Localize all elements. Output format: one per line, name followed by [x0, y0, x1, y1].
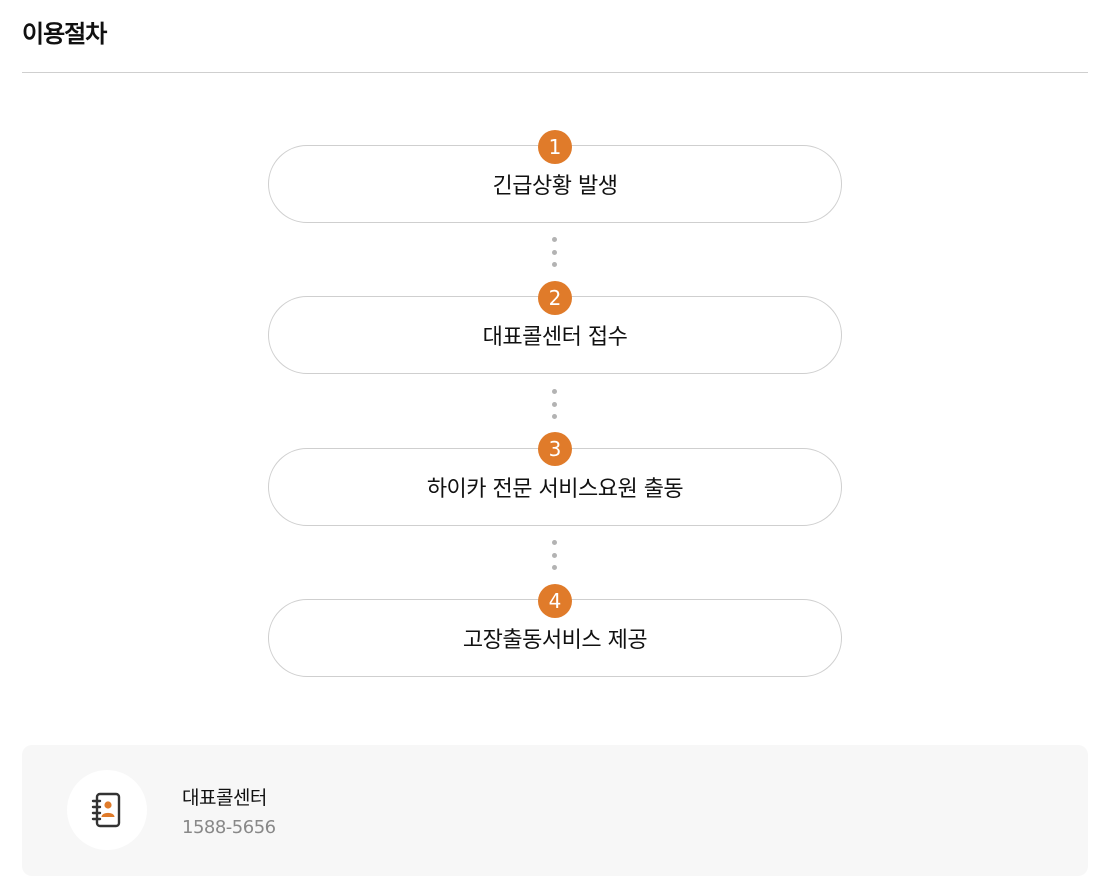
step-1-label: 긴급상황 발생 [492, 174, 618, 199]
connector-dot [551, 401, 557, 407]
step-3-label: 하이카 전문 서비스요원 출동 [426, 477, 684, 502]
step-2-number-badge: 2 [538, 281, 572, 315]
contact-book-icon [91, 792, 121, 828]
step-connector-1 [551, 237, 557, 267]
step-connector-3 [551, 540, 557, 570]
contact-card: 대표콜센터 1588-5656 [22, 745, 1088, 876]
connector-dot [551, 249, 557, 255]
connector-dot [551, 540, 557, 545]
connector-dot [551, 262, 557, 267]
contact-center-phone[interactable]: 1588-5656 [182, 817, 276, 838]
title-divider [22, 72, 1088, 73]
step-connector-2 [551, 389, 557, 419]
step-3-number-badge: 3 [538, 432, 572, 466]
procedure-steps: 1 긴급상황 발생 2 대표콜센터 접수 3 하이카 전문 서비스요원 출동 4… [268, 130, 842, 677]
step-3-box: 하이카 전문 서비스요원 출동 [268, 448, 842, 526]
step-4-label: 고장출동서비스 제공 [462, 628, 648, 653]
contact-icon-container [67, 770, 147, 850]
step-1-number-badge: 1 [538, 130, 572, 164]
connector-dot [551, 237, 557, 242]
connector-dot [551, 565, 557, 570]
connector-dot [551, 552, 557, 558]
step-2-label: 대표콜센터 접수 [482, 325, 628, 350]
step-4-number-badge: 4 [538, 584, 572, 618]
connector-dot [551, 414, 557, 419]
contact-center-name: 대표콜센터 [182, 787, 267, 809]
connector-dot [551, 389, 557, 394]
page-title: 이용절차 [22, 20, 107, 48]
